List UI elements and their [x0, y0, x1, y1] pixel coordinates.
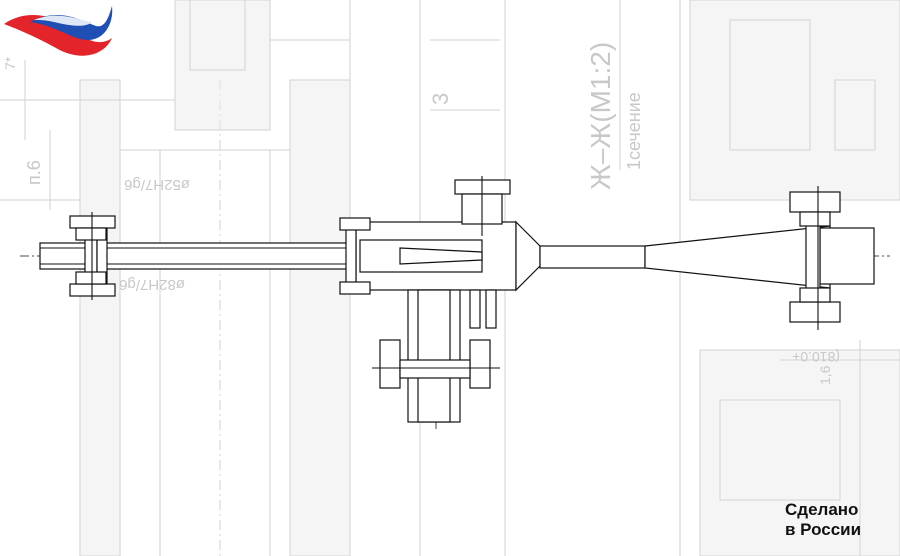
- section-subtitle: 1сечение: [624, 92, 644, 170]
- logo-line-1: Сделано: [785, 500, 859, 519]
- dim-right-label: (810.0+: [792, 349, 840, 365]
- logo-white-wave: [34, 15, 92, 26]
- logo-text: Сделано в России: [785, 500, 895, 540]
- top-flange: [454, 176, 511, 329]
- dim-side-label: п.6: [24, 160, 44, 185]
- background-column: [0, 0, 506, 556]
- dim-value-label: 1,6: [817, 365, 833, 385]
- dim-top-label: ø52H7/g6: [124, 176, 190, 193]
- bottom-branch-pipe: [372, 289, 500, 423]
- diffuser-pipe: [539, 225, 875, 289]
- background-right-section: [619, 0, 900, 556]
- right-flange: [789, 186, 841, 330]
- background-labels: ø52H7/g6 ø82H7/g6 Ж–Ж(М1:2) 1сечение п.6…: [2, 42, 840, 385]
- dim-small-label: 7*: [2, 56, 18, 70]
- dim-bottom-label: ø82H7/g6: [119, 276, 185, 293]
- sheet-number: 3: [428, 93, 453, 105]
- made-in-russia-logo: [4, 6, 113, 56]
- logo-line-2: в России: [785, 520, 862, 539]
- left-flange: [69, 212, 116, 300]
- logo-red-wave: [4, 15, 112, 56]
- ejector-body: [339, 217, 541, 295]
- section-title: Ж–Ж(М1:2): [585, 42, 616, 190]
